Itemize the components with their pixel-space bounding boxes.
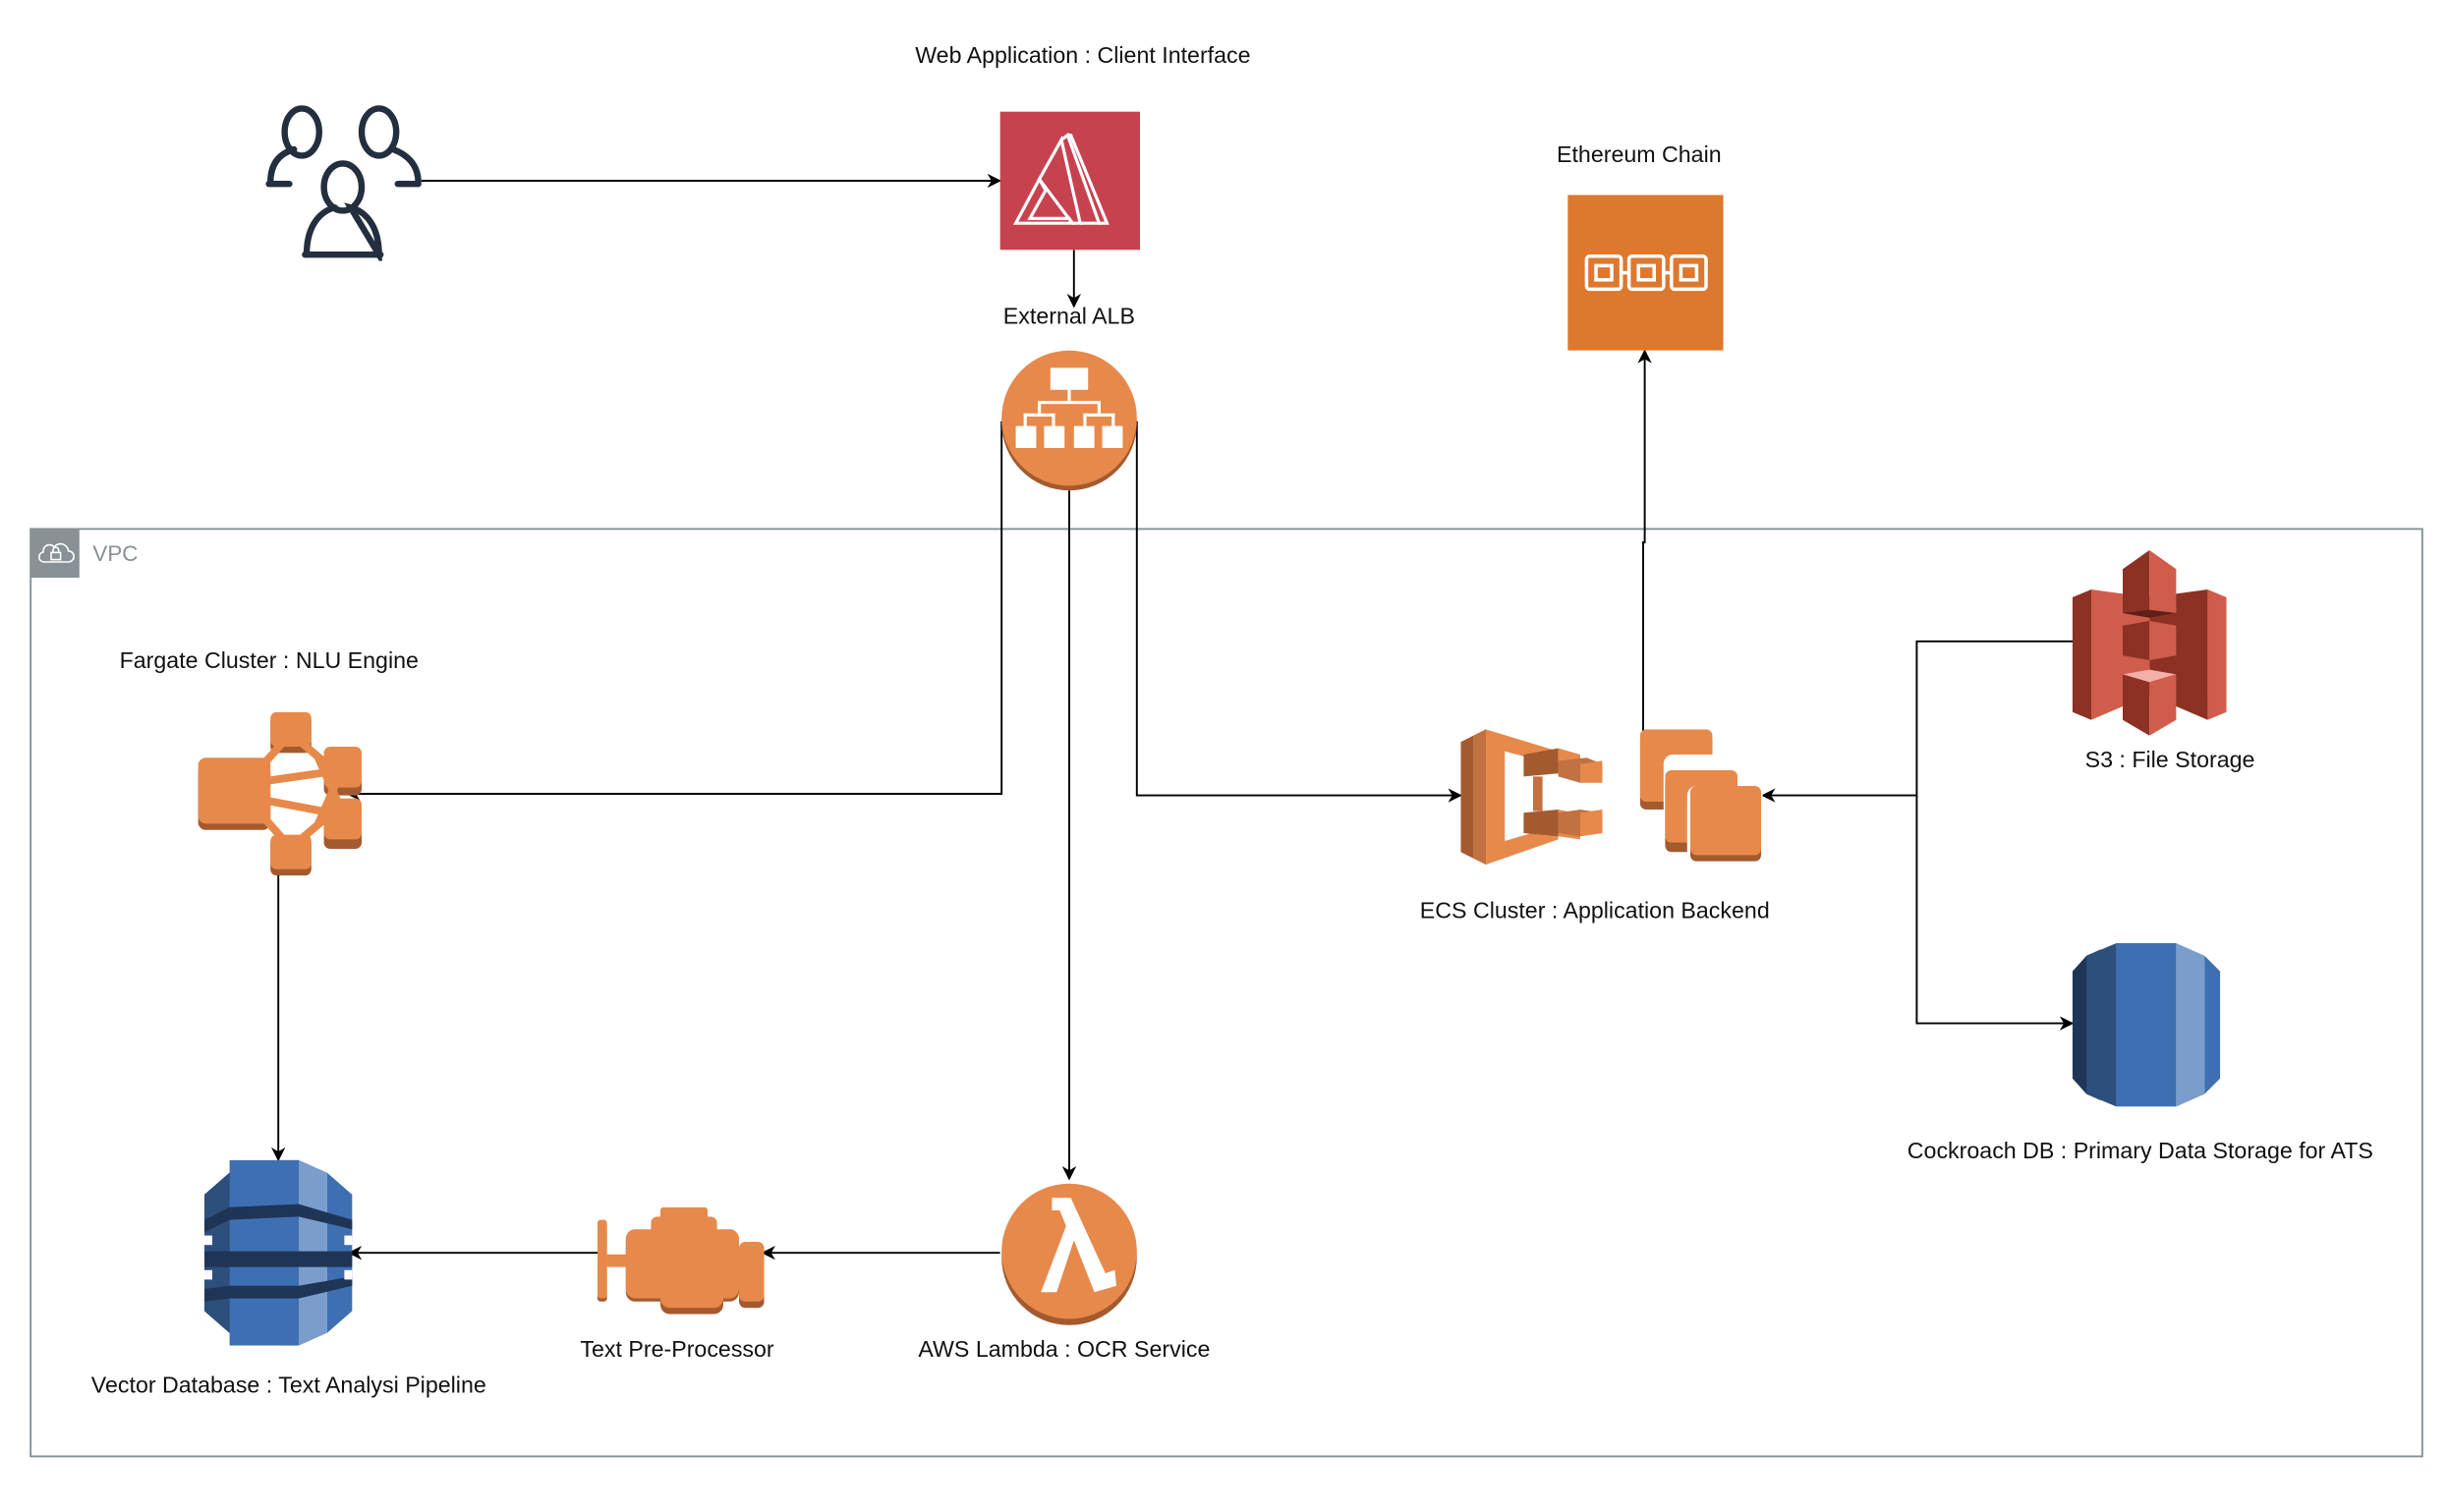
fargate-icon[interactable] xyxy=(198,711,362,876)
vector-db-label: Vector Database : Text Analysi Pipeline xyxy=(90,1373,486,1399)
fargate-label: Fargate Cluster : NLU Engine xyxy=(119,648,419,675)
aws-amplify-icon[interactable] xyxy=(999,111,1140,251)
s3-bucket-icon[interactable] xyxy=(2072,550,2227,736)
s3-label: S3 : File Storage xyxy=(2084,748,2255,774)
container-instances-icon[interactable] xyxy=(1639,729,1763,862)
amplify-label: Web Application : Client Interface xyxy=(915,43,1251,70)
lambda-icon[interactable] xyxy=(1000,1182,1139,1326)
ecs-icon[interactable] xyxy=(1460,726,1605,868)
preprocessor-label: Text Pre-Processor xyxy=(580,1337,774,1364)
blockchain-icon[interactable] xyxy=(1567,195,1724,351)
cloud-lock-icon xyxy=(37,542,75,563)
engine-icon[interactable] xyxy=(598,1206,765,1315)
load-balancer-icon[interactable] xyxy=(1000,349,1139,493)
ethereum-label: Ethereum Chain xyxy=(1557,142,1722,169)
vpc-label: VPC xyxy=(92,540,139,566)
alb-label: External ALB xyxy=(1002,305,1135,330)
edge-s3-to-ecs xyxy=(1761,640,2075,803)
lambda-label: AWS Lambda : OCR Service xyxy=(918,1337,1211,1364)
edge-alb-to-fargate xyxy=(346,420,1003,802)
edge-s3-to-cockroach xyxy=(1915,795,2075,1031)
users-icon[interactable] xyxy=(264,100,425,261)
dynamodb-icon[interactable] xyxy=(204,1159,353,1346)
edge-ecs-to-ethereum xyxy=(1637,349,1652,733)
cockroach-label: Cockroach DB : Primary Data Storage for … xyxy=(1907,1140,2373,1165)
edge-alb-to-ecs xyxy=(1135,420,1462,803)
ecs-label: ECS Cluster : Application Backend xyxy=(1419,899,1770,924)
rds-database-icon[interactable] xyxy=(2072,943,2221,1107)
